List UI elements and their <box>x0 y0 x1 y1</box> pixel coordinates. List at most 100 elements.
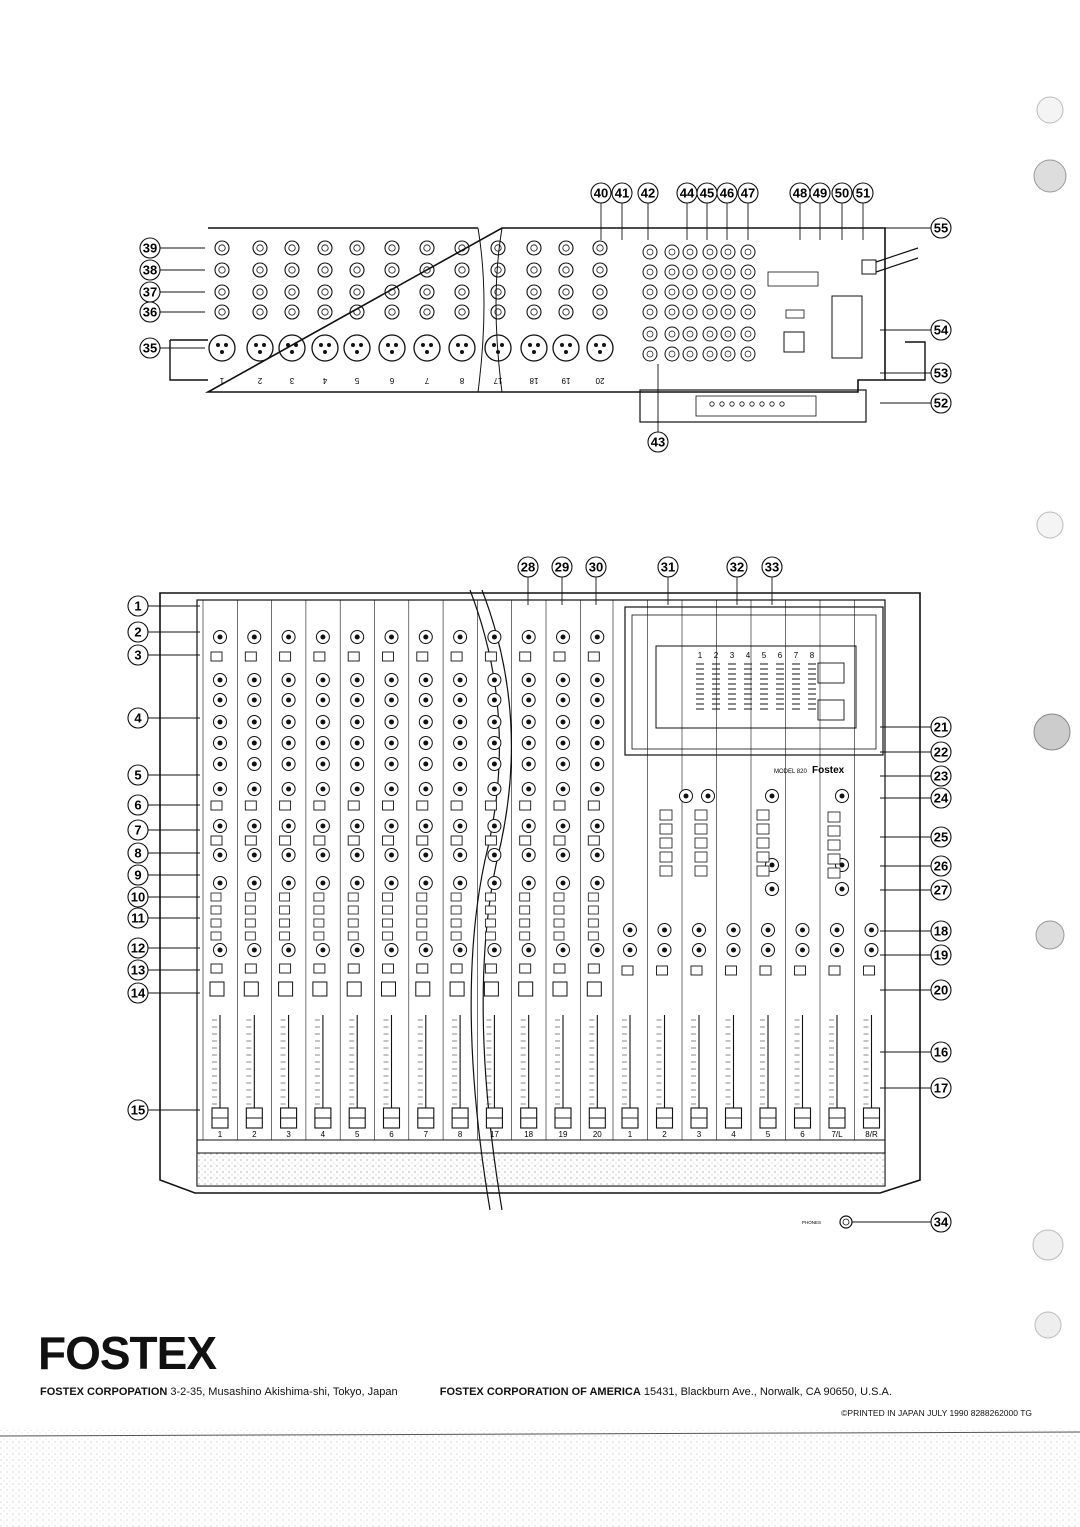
us-address: 15431, Blackburn Ave., Norwalk, CA 90650… <box>643 1386 892 1398</box>
rear-master-jacks <box>702 244 718 362</box>
front-callout-r18: 18 <box>880 920 952 942</box>
front-callout-r20: 20 <box>880 979 952 1001</box>
rear-callout-48-label: 48 <box>793 186 807 201</box>
front-callout-r24-label: 24 <box>934 791 949 806</box>
front-callout-30: 30 <box>585 556 607 605</box>
front-callout-10-label: 10 <box>131 890 145 905</box>
strip-number: 8/R <box>865 1130 878 1139</box>
front-callout-9-label: 9 <box>134 868 141 883</box>
rear-callout-51: 51 <box>852 182 874 240</box>
rear-callout-37-label: 37 <box>143 285 157 300</box>
rear-callout-53: 53 <box>880 362 952 384</box>
front-callout-6: 6 <box>127 794 200 816</box>
channel-strip: 1 <box>612 600 639 1140</box>
front-callout-12-label: 12 <box>131 941 145 956</box>
channel-strip: 19 <box>545 600 572 1140</box>
front-callout-3: 3 <box>127 644 200 666</box>
front-callout-r27-label: 27 <box>934 883 948 898</box>
rear-callout-35: 35 <box>139 337 205 359</box>
front-callout-3-label: 3 <box>134 648 141 663</box>
strip-number: 3 <box>697 1130 702 1139</box>
rear-master-jacks <box>664 244 680 362</box>
rear-channel-number: 17 <box>493 376 502 385</box>
rear-channel-jacks <box>586 240 614 362</box>
rear-channel-number: 19 <box>561 376 570 385</box>
scan-artifact <box>0 1430 1080 1527</box>
rear-callout-47-label: 47 <box>741 186 755 201</box>
binder-holes <box>1032 96 1071 1339</box>
front-callout-2: 2 <box>127 621 200 643</box>
front-callout-29-label: 29 <box>555 560 569 575</box>
meter-number: 5 <box>762 651 767 660</box>
rear-channel-number: 4 <box>322 376 327 385</box>
front-callout-r18-label: 18 <box>934 924 948 939</box>
front-callout-r22-label: 22 <box>934 745 948 760</box>
rear-channel-number: 3 <box>289 376 294 385</box>
front-callout-r24: 24 <box>880 787 952 809</box>
front-callout-r19-label: 19 <box>934 948 948 963</box>
rear-callout-39: 39 <box>139 237 205 259</box>
front-callout-r16-label: 16 <box>934 1045 948 1060</box>
channel-strip: 5 <box>750 600 777 1140</box>
front-callout-33: 33 <box>761 556 783 605</box>
front-callout-31-label: 31 <box>661 560 675 575</box>
front-callout-7-label: 7 <box>134 823 141 838</box>
strip-number: 8 <box>458 1130 463 1139</box>
rear-channel-jacks <box>552 240 580 362</box>
strip-number: 5 <box>766 1130 771 1139</box>
jp-company: FOSTEX CORPOPATION <box>40 1386 168 1398</box>
rear-channel-number: 18 <box>529 376 538 385</box>
rear-channel-jacks <box>448 240 476 362</box>
channel-strip: 2 <box>237 600 263 1140</box>
rear-callout-42-label: 42 <box>641 186 655 201</box>
strip-number: 18 <box>524 1130 533 1139</box>
channel-strip: 17 <box>477 600 503 1140</box>
front-panel-diagram <box>159 589 921 1229</box>
rear-channel-number: 5 <box>354 376 359 385</box>
rear-callout-55: 55 <box>880 217 952 239</box>
rear-master-jacks <box>682 244 698 362</box>
front-callout-r27: 27 <box>880 879 952 901</box>
strip-number: 4 <box>321 1130 326 1139</box>
front-callout-32-label: 32 <box>730 560 744 575</box>
front-callout-13: 13 <box>127 959 200 981</box>
model-label: MODEL 820 <box>774 769 807 775</box>
front-callout-14: 14 <box>127 982 200 1004</box>
strip-number: 1 <box>628 1130 633 1139</box>
channel-strip: 8 <box>442 600 469 1140</box>
rear-callout-44-label: 44 <box>680 186 695 201</box>
rear-callout-44: 44 <box>676 182 698 240</box>
rear-callout-55-label: 55 <box>934 221 948 236</box>
front-callout-34-label: 34 <box>934 1215 949 1230</box>
rear-channel-jacks <box>484 240 512 362</box>
rear-callout-43: 43 <box>647 364 669 453</box>
channel-strip: 18 <box>511 600 538 1140</box>
strip-number: 1 <box>218 1130 223 1139</box>
front-callout-34: 34 <box>852 1211 952 1233</box>
channel-strip: 5 <box>339 600 366 1140</box>
rear-callout-50: 50 <box>831 182 853 240</box>
strip-number: 7 <box>424 1130 429 1139</box>
channel-strip: 6 <box>785 600 812 1140</box>
rear-callout-41: 41 <box>611 182 633 240</box>
front-callout-5: 5 <box>127 764 200 786</box>
strip-number: 3 <box>286 1130 291 1139</box>
rear-callout-49-label: 49 <box>813 186 827 201</box>
strip-number: 4 <box>731 1130 736 1139</box>
meter-number: 2 <box>714 651 719 660</box>
front-callout-1: 1 <box>127 595 200 617</box>
channel-strip: 7/L <box>819 600 846 1140</box>
front-callout-31: 31 <box>657 556 679 605</box>
front-callout-1-label: 1 <box>134 599 141 614</box>
front-callout-15-label: 15 <box>131 1103 145 1118</box>
printed-line: ©PRINTED IN JAPAN JULY 1990 8288262000 T… <box>841 1408 1032 1418</box>
rear-callout-38-label: 38 <box>143 263 157 278</box>
front-callout-4-label: 4 <box>134 711 142 726</box>
rear-callout-36: 36 <box>139 301 205 323</box>
rear-callout-51-label: 51 <box>856 186 870 201</box>
front-callout-r21-label: 21 <box>934 720 948 735</box>
